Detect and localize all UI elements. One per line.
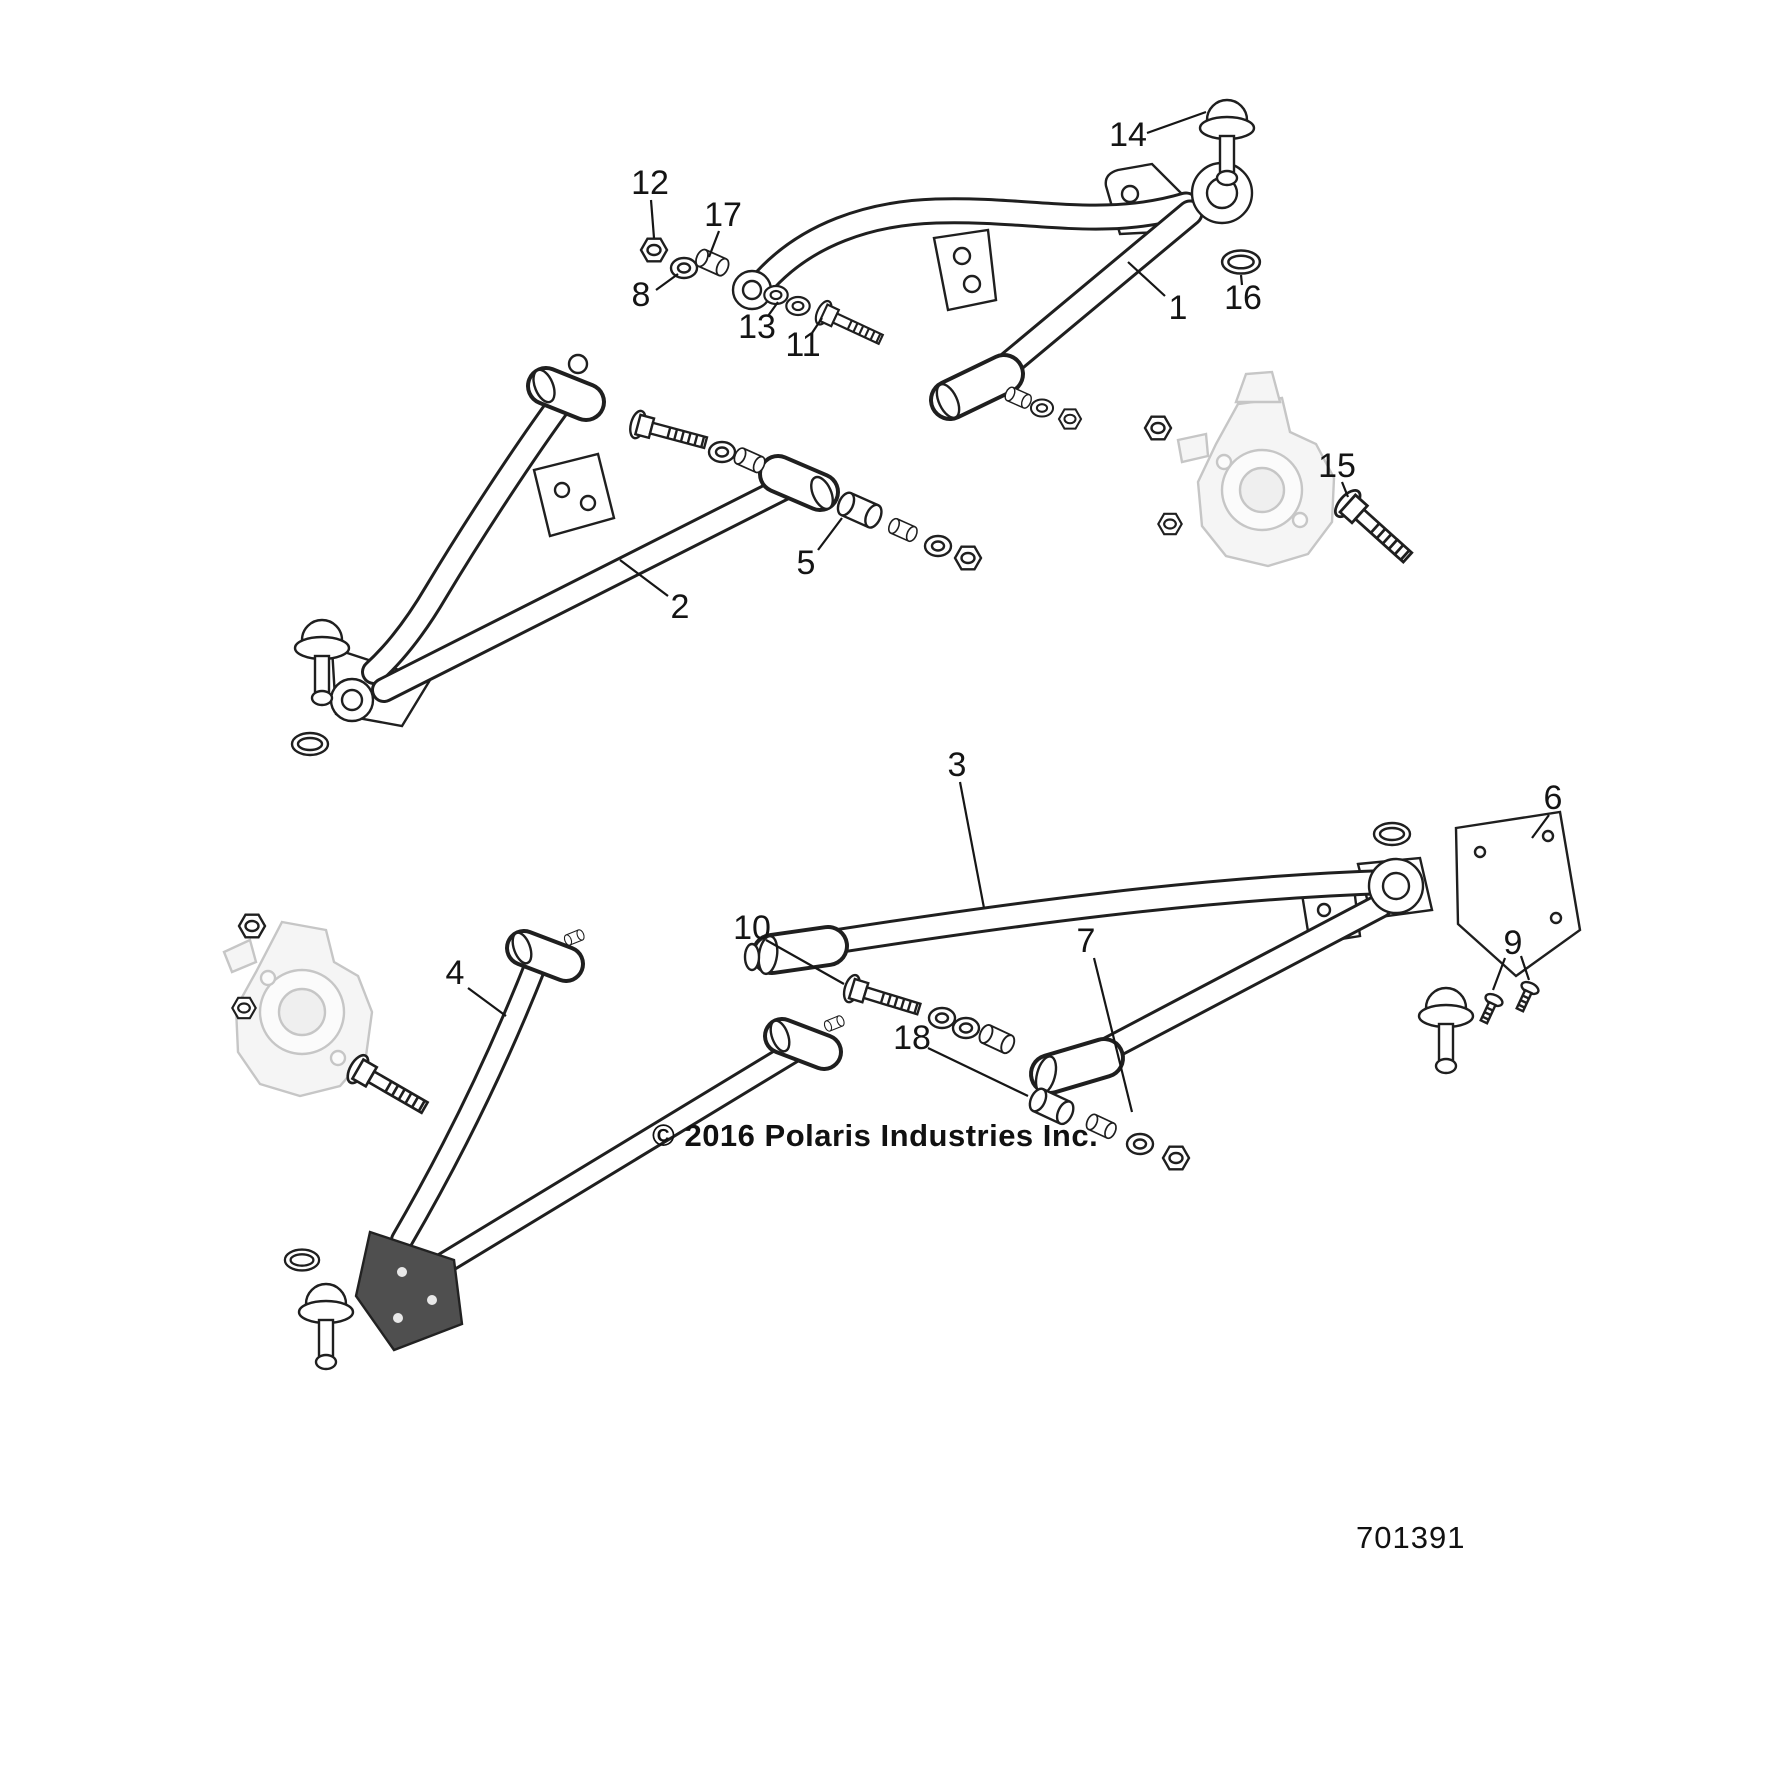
diagram-number: 701391 <box>1356 1520 1466 1555</box>
upper-control-arm-right <box>731 161 1254 421</box>
seal-ring-upper-right <box>1220 249 1262 275</box>
callout-18: 18 <box>893 1019 931 1057</box>
steering-knuckle-ghost-left <box>222 920 374 1098</box>
arm1-mounting-hardware <box>639 237 1083 430</box>
callout-14: 14 <box>1109 116 1147 154</box>
apex-shield-dark <box>354 1230 464 1352</box>
callout-11: 11 <box>785 326 821 364</box>
callout-3: 3 <box>947 746 967 784</box>
shield-screws <box>1474 978 1542 1027</box>
callout-5: 5 <box>796 544 816 582</box>
lower-control-arm-right <box>743 856 1434 1095</box>
callout-9: 9 <box>1503 924 1523 962</box>
callout-2: 2 <box>670 588 690 626</box>
callout-1: 1 <box>1168 289 1188 327</box>
callout-6: 6 <box>1543 779 1563 817</box>
ball-joint-lower-left <box>283 1248 355 1371</box>
callout-4: 4 <box>445 954 465 992</box>
callout-12: 12 <box>631 164 669 202</box>
upper-control-arm-left <box>329 353 840 728</box>
callout-10: 10 <box>733 909 771 947</box>
callout-8: 8 <box>631 276 651 314</box>
copyright-notice: © 2016 Polaris Industries Inc. <box>652 1118 1099 1153</box>
callout-17: 17 <box>704 196 742 234</box>
callout-13: 13 <box>738 308 776 346</box>
callout-7: 7 <box>1076 922 1096 960</box>
callout-16: 16 <box>1224 279 1262 317</box>
callout-15: 15 <box>1318 447 1356 485</box>
steering-knuckle-ghost-right <box>1176 370 1336 568</box>
